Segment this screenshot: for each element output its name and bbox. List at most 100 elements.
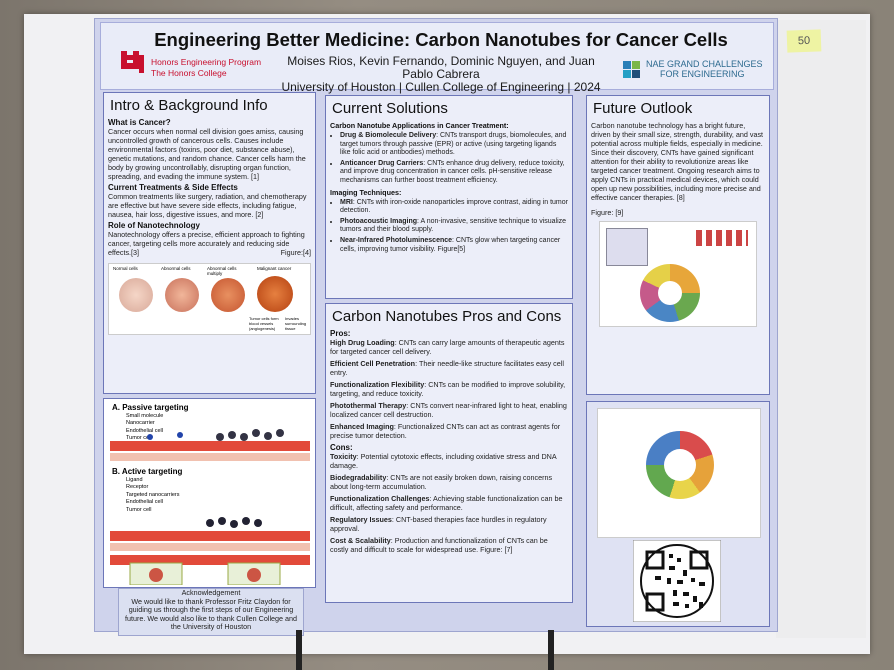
list-item: Photoacoustic Imaging: A non-invasive, s… [340, 218, 568, 235]
pros-cons-panel: Carbon Nanotubes Pros and Cons Pros: Hig… [325, 303, 573, 603]
treatments-heading: Current Treatments & Side Effects [108, 183, 238, 192]
uh-program-text: Honors Engineering Program The Honors Co… [151, 57, 261, 79]
con-bold: Functionalization Challenges [330, 494, 430, 503]
nae-text: NAE GRAND CHALLENGES FOR ENGINEERING [646, 59, 763, 79]
uh-program-line: Honors Engineering Program [151, 57, 262, 67]
pro-text: : CNTs can be modified to improve solubi… [330, 380, 566, 398]
cell-label-3: Abnormal cells multiply [207, 266, 237, 276]
easel-clip-left [296, 630, 302, 670]
con-text: : Potential cytotoxic effects, including… [330, 452, 557, 470]
legend-receptor: Receptor [126, 484, 149, 491]
legend-tumor: Tumor cell [126, 435, 152, 442]
item-bold: Near-Infrared Photoluminescence [340, 236, 453, 244]
item-bold: Photoacoustic Imaging [340, 217, 418, 225]
active-targeting-illustration [110, 517, 310, 585]
active-targeting-title: B. Active targeting [112, 467, 183, 476]
intro-p3-text: Nanotechnology offers a precise, efficie… [108, 230, 305, 257]
cell-sub-1: Tumor cells form blood vessels (angiogen… [249, 316, 279, 331]
item-bold: Anticancer Drug Carriers [340, 159, 424, 167]
sticky-note: 50 [786, 29, 822, 53]
imaging-heading: Imaging Techniques: [330, 187, 402, 197]
cell-label-2: Abnormal cells [161, 266, 191, 271]
con-item: Regulatory Issues: CNT-based therapies f… [330, 515, 568, 533]
intro-heading: Intro & Background Info [110, 97, 268, 114]
list-item: Near-Infrared Photoluminescence: CNTs gl… [340, 237, 568, 254]
pro-item: High Drug Loading: CNTs can carry large … [330, 338, 568, 356]
pro-item: Enhanced Imaging: Functionalized CNTs ca… [330, 422, 568, 440]
authors: Moises Rios, Kevin Fernando, Dominic Ngu… [287, 54, 595, 81]
pros-label: Pros: [330, 329, 351, 338]
current-heading: Current Solutions [332, 100, 448, 117]
intro-paragraph-3: Nanotechnology offers a precise, efficie… [108, 230, 311, 257]
con-bold: Cost & Scalability [330, 536, 391, 545]
list-item: Anticancer Drug Carriers: CNTs enhance d… [340, 160, 568, 186]
legend-endothelial: Endothelial cell [126, 427, 163, 434]
nae-line2: FOR ENGINEERING [660, 69, 745, 79]
item-text: : A non-invasive, sensitive technique to… [340, 217, 567, 234]
legend-targeted-nanocarriers: Targeted nanocarriers [126, 491, 180, 498]
passive-legend: Small molecule Nanocarrier Endothelial c… [126, 413, 163, 443]
cell-progression-figure: Normal cells Abnormal cells Abnormal cel… [108, 263, 311, 335]
con-bold: Toxicity [330, 452, 357, 461]
con-text: : Achieving stable functionalization can… [330, 494, 563, 512]
nae-line1: NAE GRAND CHALLENGES [646, 59, 763, 69]
legend-ligand: Ligand [126, 477, 143, 483]
list-item: Drug & Biomolecule Delivery: CNTs transp… [340, 132, 568, 158]
pro-bold: Efficient Cell Penetration [330, 359, 416, 368]
intro-paragraph-1: Cancer occurs when normal cell division … [108, 127, 306, 181]
multiplying-cells-illustration [211, 278, 245, 312]
current-sub-1: Carbon Nanotube Applications in Cancer T… [330, 121, 509, 130]
pro-text: : CNTs can carry large amounts of therap… [330, 338, 565, 356]
legend-endothelial-b: Endothelial cell [126, 499, 163, 506]
intro-panel: Intro & Background Info What is Cancer? … [103, 92, 316, 394]
device-diagram [606, 228, 648, 266]
pro-item: Functionalization Flexibility: CNTs can … [330, 380, 568, 398]
ack-text: We would like to thank Professor Fritz C… [124, 596, 298, 632]
list-item: MRI: CNTs with iron-oxide nanoparticles … [340, 199, 568, 216]
acknowledgement-box: Acknowledgement We would like to thank P… [118, 588, 304, 636]
future-paragraph: Carbon nanotube technology has a bright … [591, 121, 764, 202]
con-text: : Production and functionalization of CN… [330, 536, 548, 554]
side-board [776, 20, 866, 638]
pro-bold: Functionalization Flexibility [330, 380, 425, 389]
nanotech-heading: Role of Nanotechnology [108, 221, 200, 230]
future-figure-ref: Figure: [9] [591, 208, 624, 217]
normal-cells-illustration [119, 278, 153, 312]
legend-small-molecule: Small molecule [126, 413, 164, 419]
future-heading: Future Outlook [593, 100, 693, 117]
active-legend: Ligand Receptor Targeted nanocarriers En… [126, 477, 180, 514]
cons-label: Cons: [330, 443, 353, 452]
con-item: Toxicity: Potential cytotoxic effects, i… [330, 452, 568, 470]
cell-sub-2: Invades surrounding tissue [285, 316, 307, 331]
con-bold: Regulatory Issues [330, 515, 392, 524]
pro-bold: High Drug Loading [330, 338, 395, 347]
poster-header: Engineering Better Medicine: Carbon Nano… [100, 22, 774, 94]
what-is-cancer-heading: What is Cancer? [108, 118, 171, 127]
intro-paragraph-2: Common treatments like surgery, radiatio… [108, 192, 307, 219]
affiliation: University of Houston | Cullen College o… [281, 80, 601, 94]
cnt-functionalization-figure [599, 221, 757, 327]
pro-bold: Enhanced Imaging [330, 422, 394, 431]
cell-label-4: Malignant cancer [257, 266, 292, 271]
authors-block: Moises Rios, Kevin Fernando, Dominic Ngu… [271, 55, 611, 94]
item-bold: Drug & Biomolecule Delivery [340, 132, 437, 139]
nanotube-diagram [696, 230, 748, 246]
poster-title: Engineering Better Medicine: Carbon Nano… [154, 29, 728, 50]
con-text: : CNT-based therapies face hurdles in re… [330, 515, 547, 533]
pros-cons-heading: Carbon Nanotubes Pros and Cons [332, 308, 562, 325]
intro-figure-ref: Figure:[4] [280, 248, 311, 257]
pro-item: Efficient Cell Penetration: Their needle… [330, 359, 568, 377]
cnt-applications-figure [597, 408, 761, 538]
malignant-cancer-illustration [257, 276, 293, 312]
abnormal-cells-illustration [165, 278, 199, 312]
qr-code-icon[interactable] [633, 540, 721, 622]
pro-text: : Functionalized CNTs can act as contras… [330, 422, 561, 440]
item-text: : CNTs with iron-oxide nanoparticles imp… [340, 198, 568, 215]
applications-figure-panel [586, 401, 770, 627]
legend-tumor-b: Tumor cell [126, 506, 152, 513]
nae-puzzle-icon [623, 61, 640, 78]
applications-list: Drug & Biomolecule Delivery: CNTs transp… [330, 132, 568, 186]
current-solutions-panel: Current Solutions Carbon Nanotube Applic… [325, 95, 573, 299]
applications-wheel-center [658, 281, 682, 305]
item-bold: MRI [340, 198, 353, 206]
